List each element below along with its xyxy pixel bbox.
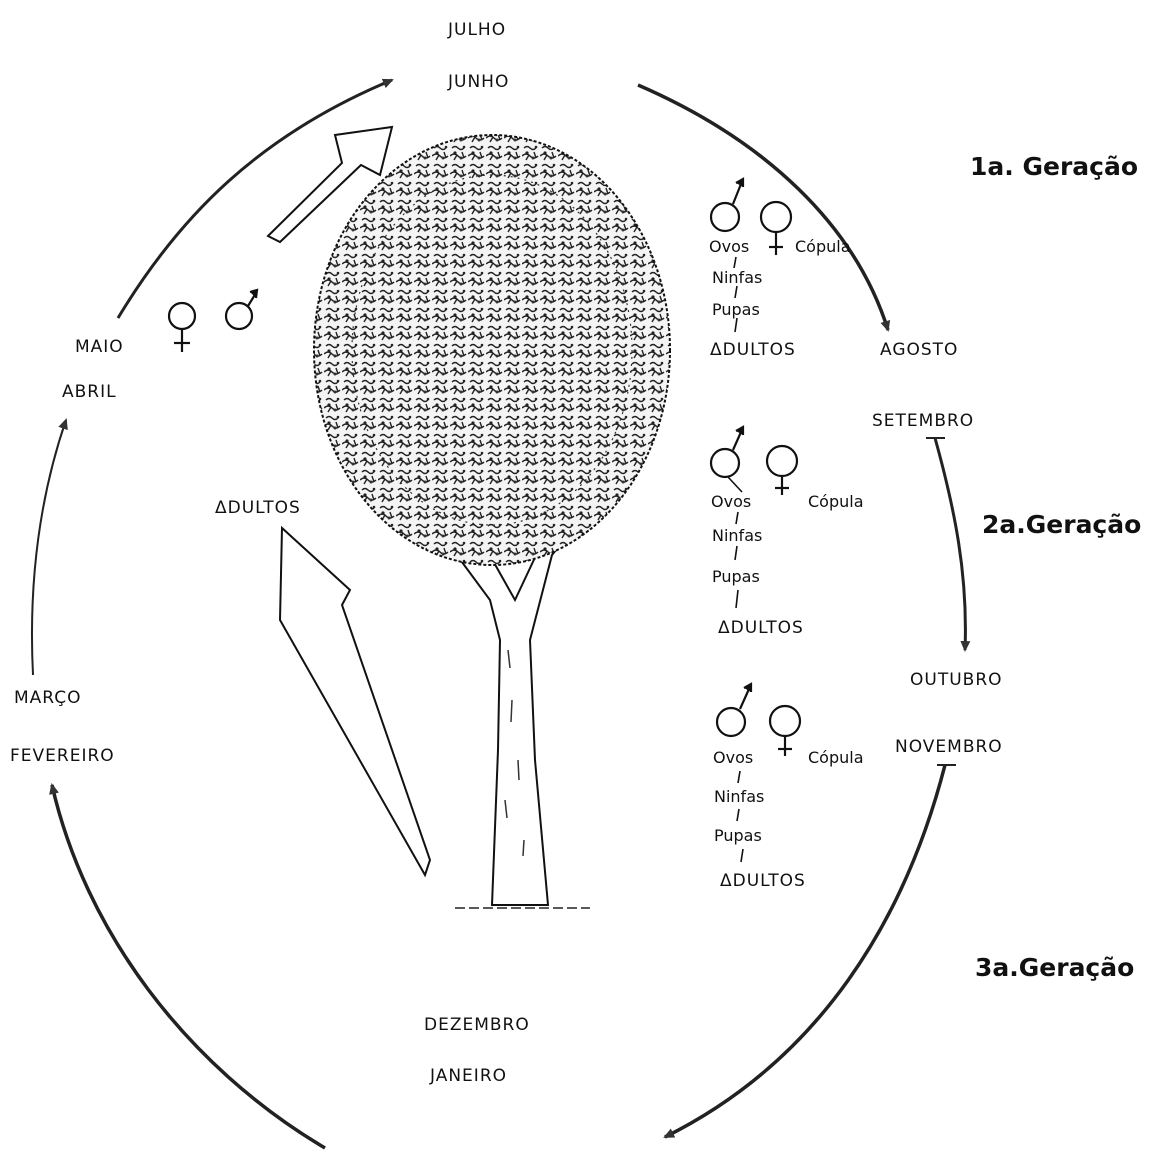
label-fevereiro: FEVEREIRO [10, 746, 115, 766]
cycle1-copula: Cópula [795, 237, 851, 256]
label-dezembro: DEZEMBRO [424, 1015, 530, 1035]
arc-marco-abril [32, 420, 66, 675]
cycle2-copula: Cópula [808, 492, 864, 511]
label-marco: MARÇO [14, 688, 82, 708]
cycle1-adultos: ΔDULTOS [710, 340, 796, 360]
hollow-arrow-to-adultos [280, 528, 430, 875]
label-agosto: AGOSTO [880, 340, 958, 360]
cycle3-copula: Cópula [808, 748, 864, 767]
female-symbol-cycle1 [761, 202, 791, 255]
tree-canopy [314, 135, 670, 565]
female-symbol-cycle3 [770, 706, 800, 756]
cycle3-adultos: ΔDULTOS [720, 871, 806, 891]
male-symbol-cycle1 [711, 179, 743, 231]
label-generation-2: 2a.Geração [982, 510, 1141, 539]
label-janeiro: JANEIRO [430, 1066, 507, 1086]
cycle1-pupas: Pupas [712, 300, 760, 319]
male-symbol-cycle2 [711, 427, 743, 477]
label-generation-3: 3a.Geração [975, 953, 1134, 982]
arc-novembro-janeiro [665, 765, 945, 1137]
label-abril: ABRIL [62, 382, 117, 402]
label-tree-adultos: ΔDULTOS [215, 498, 301, 518]
male-symbol-cycle3 [717, 684, 751, 736]
label-setembro: SETEMBRO [872, 411, 974, 431]
cycle2-adultos: ΔDULTOS [718, 618, 804, 638]
female-symbol-cycle2 [767, 446, 797, 495]
cycle1-ovos: Ovos [709, 237, 749, 256]
label-outubro: OUTUBRO [910, 670, 1003, 690]
cycle3-ninfas: Ninfas [714, 787, 764, 806]
label-julho: JULHO [448, 20, 506, 40]
cycle2-ninfas: Ninfas [712, 526, 762, 545]
label-junho: JUNHO [448, 72, 509, 92]
male-symbol-maio [226, 290, 257, 329]
label-maio: MAIO [75, 337, 124, 357]
arc-setembro-outubro [935, 438, 965, 650]
cycle3-pupas: Pupas [714, 826, 762, 845]
cycle1-ninfas: Ninfas [712, 268, 762, 287]
arc-janeiro-fevereiro [52, 785, 325, 1148]
label-generation-1: 1a. Geração [970, 152, 1138, 181]
arc-junho-agosto [638, 85, 888, 330]
cycle2-pupas: Pupas [712, 567, 760, 586]
female-symbol-maio [169, 303, 195, 352]
cycle3-ovos: Ovos [713, 748, 753, 767]
label-novembro: NOVEMBRO [895, 737, 1003, 757]
cycle3-flow-arrows [737, 771, 743, 862]
cycle2-ovos: Ovos [711, 492, 751, 511]
